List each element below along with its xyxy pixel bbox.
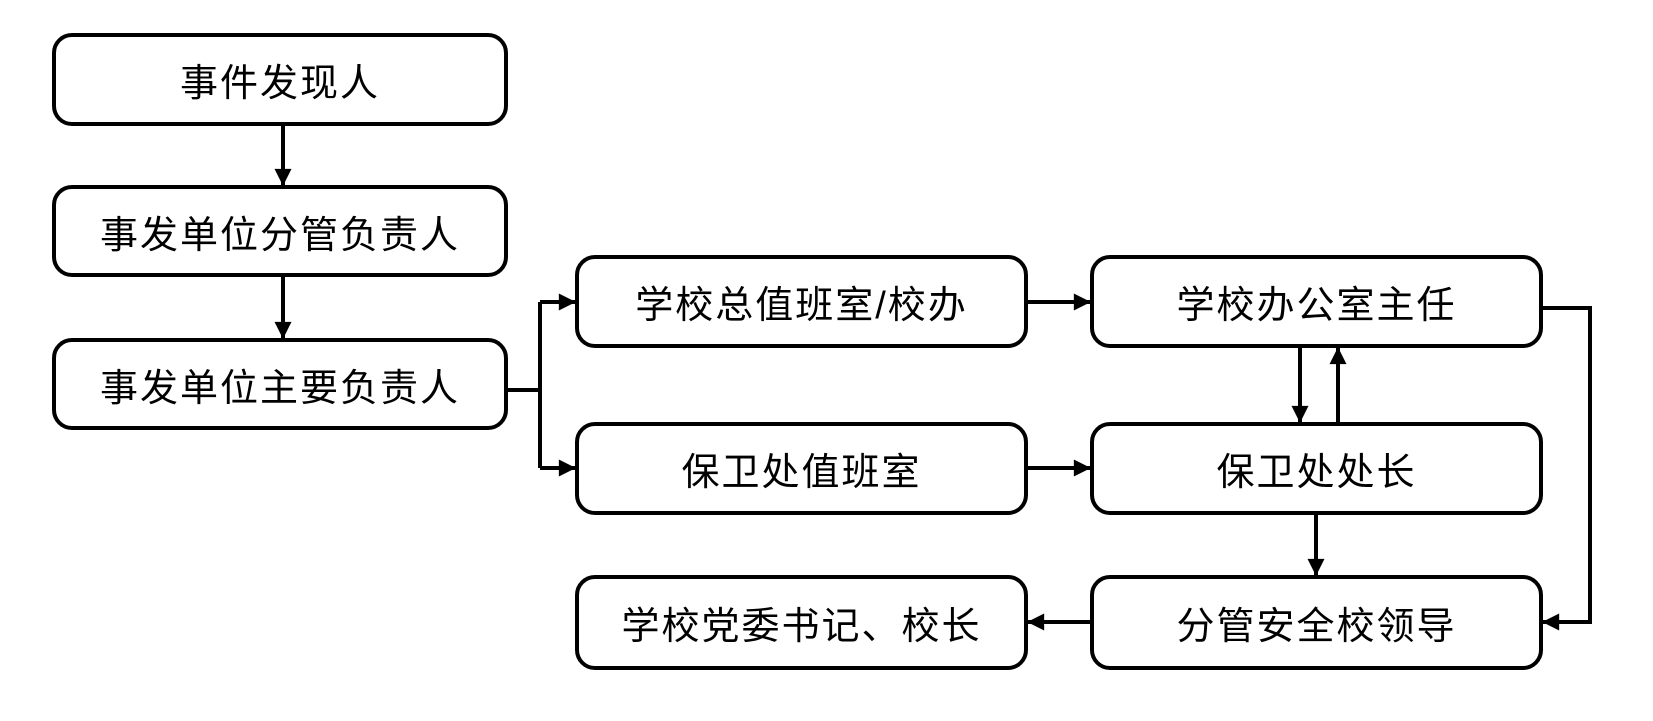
node-incident-discoverer: 事件发现人 — [52, 33, 508, 126]
node-school-duty-office-label: 学校总值班室/校办 — [635, 285, 968, 327]
node-security-duty-room: 保卫处值班室 — [575, 422, 1028, 515]
node-security-dept-head-label: 保卫处处长 — [1216, 452, 1417, 494]
node-unit-main-head-label: 事发单位主要负责人 — [99, 367, 460, 410]
node-unit-main-head: 事发单位主要负责人 — [52, 338, 508, 430]
node-unit-deputy-head: 事发单位分管负责人 — [52, 185, 508, 277]
node-safety-school-leader: 分管安全校领导 — [1090, 575, 1543, 670]
node-school-office-director-label: 学校办公室主任 — [1176, 285, 1457, 327]
node-safety-school-leader-label: 分管安全校领导 — [1176, 606, 1457, 648]
edge-office-director-to-safety-leader-routed — [1542, 306, 1592, 631]
node-school-duty-office: 学校总值班室/校办 — [575, 255, 1028, 348]
node-security-dept-head: 保卫处处长 — [1090, 422, 1543, 515]
node-security-duty-room-label: 保卫处值班室 — [681, 452, 922, 494]
node-incident-discoverer-label: 事件发现人 — [179, 63, 380, 105]
node-school-office-director: 学校办公室主任 — [1090, 255, 1543, 348]
node-party-secretary-president: 学校党委书记、校长 — [575, 575, 1028, 670]
node-party-secretary-president-label: 学校党委书记、校长 — [621, 606, 982, 648]
edge-main-head-branch-trunk — [508, 302, 542, 468]
node-unit-deputy-head-label: 事发单位分管负责人 — [99, 214, 460, 257]
